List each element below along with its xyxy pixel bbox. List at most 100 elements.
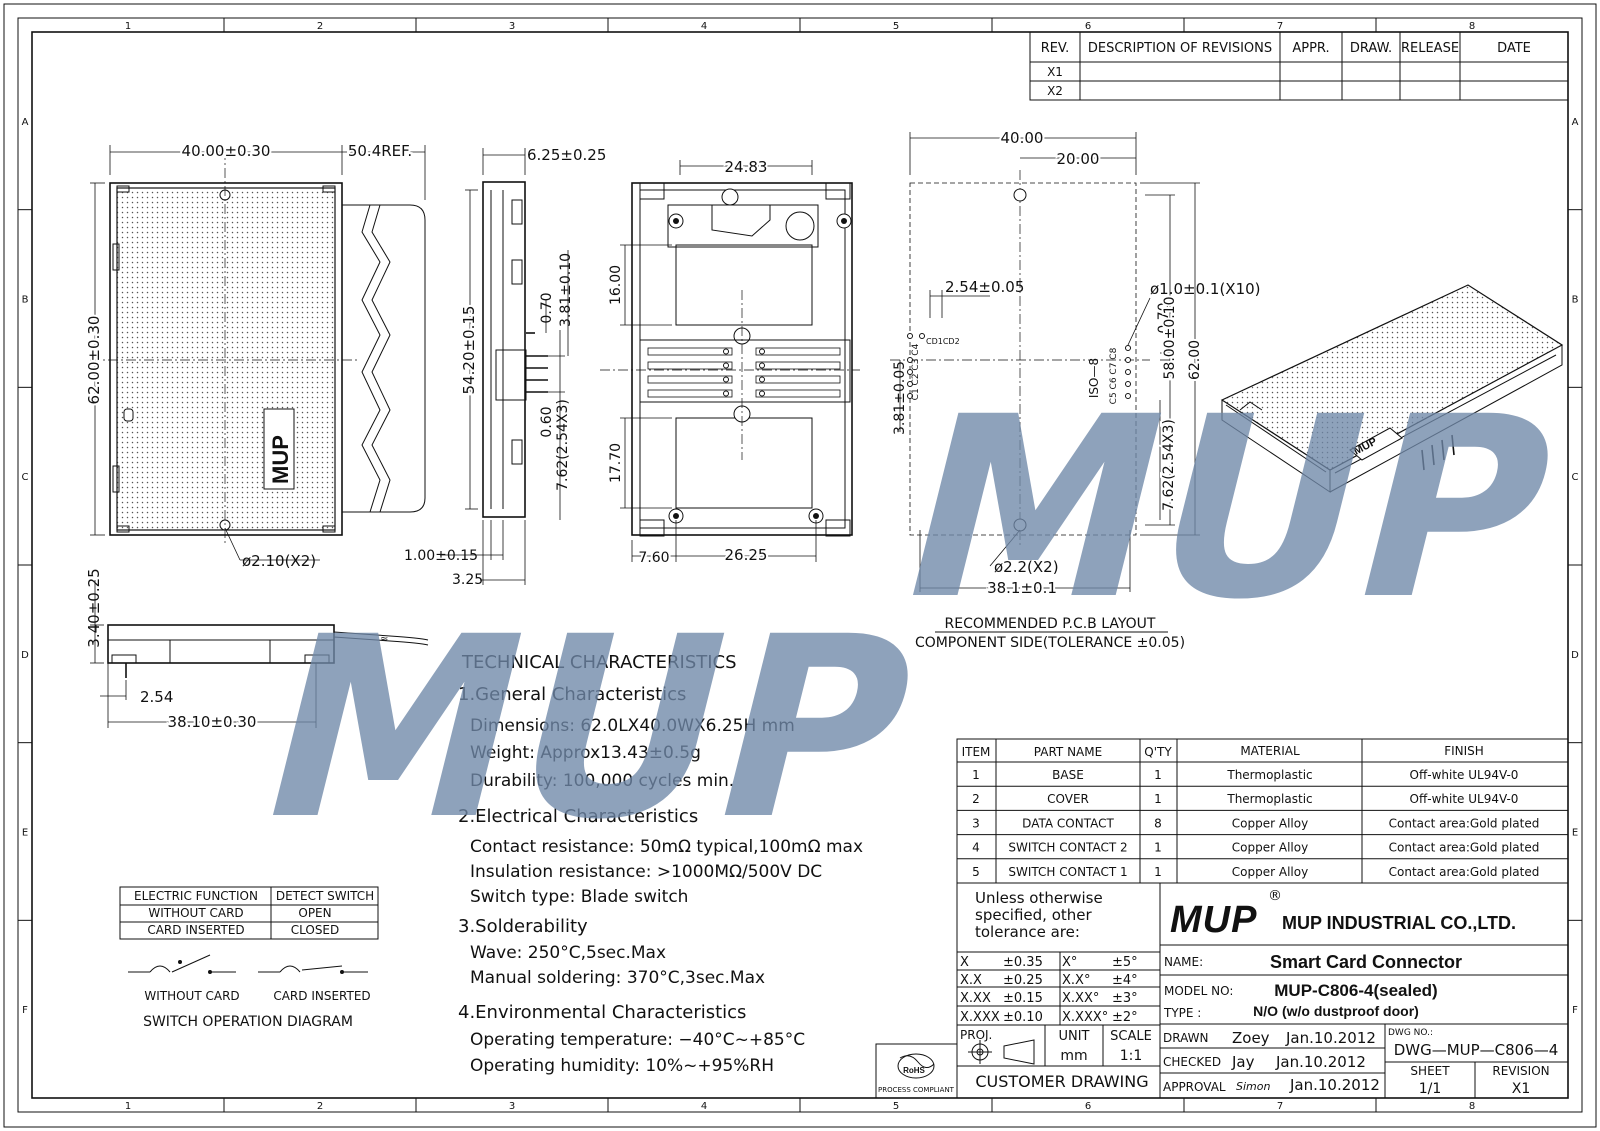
- scale-value: 1:1: [1120, 1048, 1143, 1064]
- model-number: MUP-C806-4(sealed): [1274, 981, 1437, 1000]
- contact-right: [755, 347, 841, 356]
- contact-left: [647, 361, 733, 370]
- watermark: MUP MUP: [235, 363, 1583, 875]
- tol-angle-key: X.X°: [1062, 973, 1090, 988]
- tol-angle-key: X.XX°: [1062, 991, 1099, 1006]
- svg-text:≈: ≈: [380, 634, 388, 645]
- revision-label: REVISION: [1492, 1064, 1549, 1078]
- front-logo: MUP: [268, 435, 293, 484]
- dim-pcb-381b: 38.1±0.1: [987, 579, 1057, 597]
- tol-note: tolerance are:: [975, 923, 1080, 941]
- rev-header-rev: REV.: [1041, 41, 1070, 56]
- zone-row-label: B: [1572, 295, 1579, 306]
- watermark-left: MUP: [235, 583, 943, 875]
- scale-label: SCALE: [1110, 1029, 1152, 1044]
- bom-cell-material: Thermoplastic: [1226, 768, 1312, 782]
- zone-row-label: B: [22, 295, 29, 306]
- pcb-caption-2: COMPONENT SIDE(TOLERANCE ±0.05): [915, 635, 1185, 651]
- contact-left: [647, 389, 733, 398]
- bom-cell-finish: Off-white UL94V-0: [1410, 768, 1519, 782]
- zone-row-label: C: [1572, 472, 1579, 483]
- pcb-pad-left: [907, 393, 913, 399]
- zone-row-label: D: [1571, 650, 1579, 661]
- contact-dot: [723, 390, 729, 397]
- zone-col-label: 4: [701, 1101, 707, 1112]
- bom-cell-material: Thermoplastic: [1226, 792, 1312, 806]
- tol-key: X.XXX: [960, 1010, 1000, 1025]
- tol-value: ±0.25: [1003, 973, 1043, 988]
- tech-s3-item: Wave: 250°C,5sec.Max: [470, 943, 666, 963]
- bom-cell-item: 4: [972, 841, 980, 855]
- switch-row-open: OPEN: [298, 906, 331, 920]
- bom-cell-material: Copper Alloy: [1232, 865, 1308, 879]
- dim-bottom-pitch: 2.54: [140, 688, 173, 706]
- title-block: Unless otherwise specified, other tolera…: [875, 882, 1569, 1099]
- checked-by: Jay: [1231, 1053, 1255, 1071]
- bom-cell-qty: 1: [1154, 768, 1162, 782]
- tol-key: X.X: [960, 973, 982, 988]
- checked-label: CHECKED: [1163, 1055, 1221, 1069]
- tech-s1-item: Durability: 100,000 cycles min.: [470, 771, 734, 791]
- tol-value: ±0.10: [1003, 1010, 1043, 1025]
- zone-col-label: 3: [509, 21, 515, 32]
- bom-cell-finish: Contact area:Gold plated: [1389, 865, 1540, 879]
- unit-value: mm: [1060, 1048, 1087, 1064]
- bom-cell-finish: Contact area:Gold plated: [1389, 841, 1540, 855]
- dwg-number: DWG—MUP—C806—4: [1394, 1041, 1559, 1059]
- pcb-caption-1: RECOMMENDED P.C.B LAYOUT: [945, 616, 1156, 632]
- bom-cell-item: 1: [972, 768, 980, 782]
- bottom-view: ≈ 3.40±0.25 2.54 38.10±0.30: [85, 568, 429, 733]
- bom-cell-qty: 1: [1154, 865, 1162, 879]
- dim-pcb-width: 40.00: [1001, 129, 1044, 147]
- dim-pcb-381: 3.81±0.05: [892, 361, 908, 435]
- tol-key: X: [960, 955, 969, 970]
- product-name: Smart Card Connector: [1270, 952, 1462, 972]
- approval-date: Jan.10.2012: [1289, 1076, 1380, 1094]
- dim-side-060: 0.60: [539, 406, 555, 437]
- contact-dot: [723, 376, 729, 383]
- company-logo: MUP: [1170, 899, 1257, 941]
- revision-value: X1: [1512, 1081, 1531, 1097]
- pcb-pad-cd: [907, 333, 913, 339]
- tech-s1-item: Weight: Approx13.43±0.5g: [470, 743, 701, 763]
- zone-row-label: E: [22, 828, 28, 839]
- dim-front-height: 62.00±0.30: [85, 316, 103, 405]
- switch-row-closed: CLOSED: [291, 923, 340, 937]
- contact-dot: [759, 390, 765, 397]
- bom-cell-qty: 1: [1154, 792, 1162, 806]
- tech-title: TECHNICAL CHARACTERISTICS: [461, 652, 737, 673]
- rev-header-date: DATE: [1497, 41, 1531, 56]
- side-view: 6.25±0.25 54.20±0.15 1.00±0.15 3.25 7.62…: [404, 146, 606, 588]
- tol-value: ±0.15: [1003, 991, 1043, 1006]
- dim-side-height: 54.20±0.15: [460, 306, 478, 395]
- sheet-label: SHEET: [1410, 1064, 1450, 1078]
- checked-date: Jan.10.2012: [1275, 1053, 1366, 1071]
- pcb-layout: 40.00 20.00 2.54±0.05 ø1.0±0.1(X10) ISO—…: [890, 127, 1261, 651]
- zone-col-label: 1: [125, 1101, 131, 1112]
- rohs-sub: PROCESS COMPLIANT: [878, 1086, 955, 1094]
- bom-cell-item: 2: [972, 792, 980, 806]
- customer-drawing: CUSTOMER DRAWING: [975, 1072, 1148, 1091]
- pcb-pad-cd: [919, 333, 925, 339]
- dim-top-b2: 26.25: [725, 546, 768, 564]
- pcb-pad-right: [1125, 357, 1131, 363]
- watermark-right: MUP: [875, 363, 1583, 655]
- tech-s4-item: Operating temperature: −40°C~+85°C: [470, 1030, 805, 1050]
- bom-cell-item: 5: [972, 865, 980, 879]
- zone-row-label: F: [22, 1005, 28, 1016]
- zone-col-label: 5: [893, 21, 899, 32]
- bom-header-item: ITEM: [962, 745, 991, 759]
- tech-s4-item: Operating humidity: 10%~+95%RH: [470, 1056, 774, 1076]
- rev-header-draw: DRAW.: [1350, 41, 1392, 56]
- dim-side-070: 0.70: [539, 292, 555, 323]
- dim-top-b1: 7.60: [638, 550, 669, 566]
- rev-row-x2: X2: [1047, 84, 1063, 98]
- dim-front-width: 40.00±0.30: [182, 142, 271, 160]
- zone-col-label: 1: [125, 21, 131, 32]
- switch-operation: ELECTRIC FUNCTION DETECT SWITCH WITHOUT …: [119, 886, 379, 1030]
- tol-value: ±0.35: [1003, 955, 1043, 970]
- pcb-pad-right: [1125, 393, 1131, 399]
- bom-cell-part: COVER: [1047, 792, 1089, 806]
- pcb-pad-right: [1125, 369, 1131, 375]
